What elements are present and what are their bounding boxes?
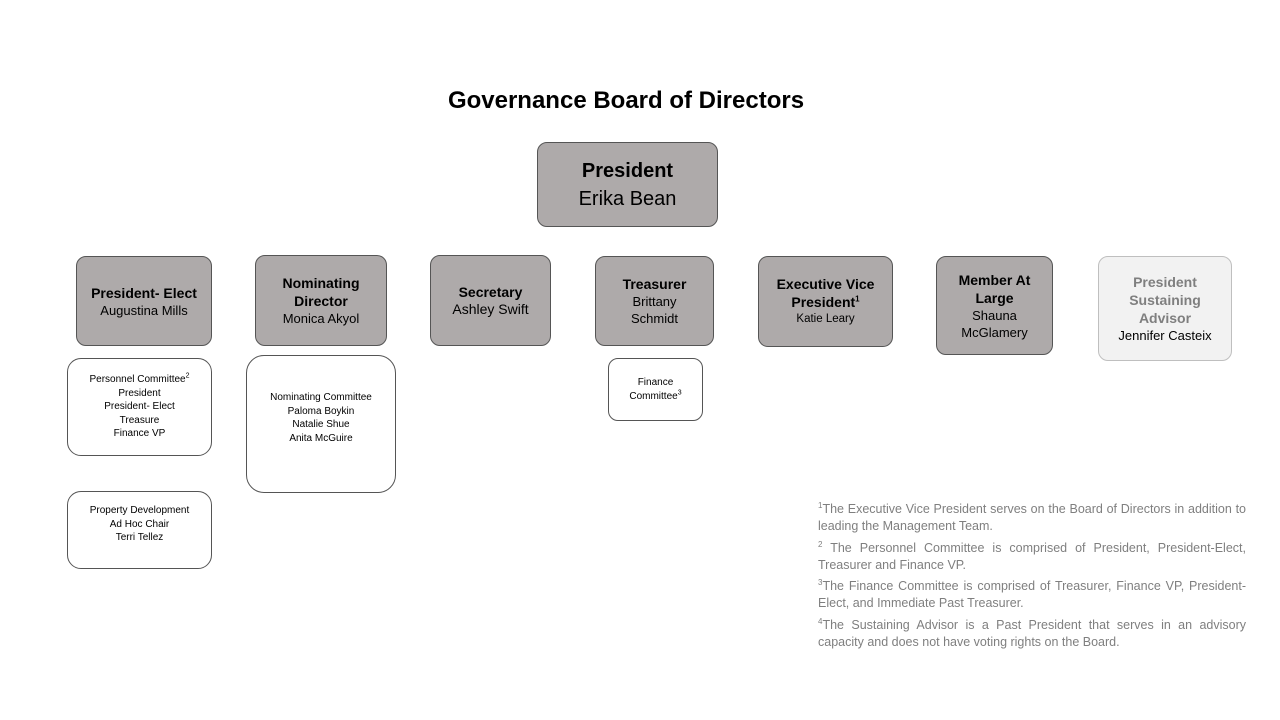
officer-box-sustaining-advisor: President Sustaining Advisor Jennifer Ca… <box>1098 256 1232 361</box>
officer-role: Executive Vice President1 <box>776 276 875 310</box>
president-name: Erika Bean <box>578 187 677 210</box>
nominating-committee-box: Nominating Committee Paloma Boykin Natal… <box>246 355 396 493</box>
committee-line: Ad Hoc Chair <box>109 518 170 530</box>
footnotes: 1The Executive Vice President serves on … <box>818 497 1246 651</box>
officer-role: Treasurer <box>622 276 687 292</box>
committee-member: Finance VP <box>113 428 166 440</box>
president-box: President Erika Bean <box>537 142 718 227</box>
property-development-box: Property Development Ad Hoc Chair Terri … <box>67 491 212 569</box>
footnote-4: 4The Sustaining Advisor is a Past Presid… <box>818 616 1246 650</box>
personnel-committee-box: Personnel Committee2 President President… <box>67 358 212 456</box>
committee-line: Committee3 <box>629 389 682 402</box>
committee-member: President- Elect <box>104 401 175 413</box>
president-role: President <box>581 159 674 182</box>
officer-role: Nominating Director <box>282 275 360 309</box>
officer-role: President Sustaining Advisor <box>1129 274 1201 326</box>
footnote-marker: 3 <box>677 389 682 397</box>
officer-name: Jennifer Casteix <box>1118 328 1212 343</box>
officer-name: Katie Leary <box>796 313 855 325</box>
footnote-marker: 2 <box>185 372 190 380</box>
committee-member: President <box>118 387 161 399</box>
officer-box-president-elect: President- Elect Augustina Mills <box>76 256 212 346</box>
officer-role: Secretary <box>458 284 523 300</box>
officer-name: Monica Akyol <box>282 311 360 326</box>
committee-line: Finance <box>637 377 674 388</box>
committee-member: Treasure <box>119 414 160 426</box>
finance-committee-box: Finance Committee3 <box>608 358 703 421</box>
committee-member: Natalie Shue <box>292 419 350 430</box>
officer-box-nominating-director: Nominating Director Monica Akyol <box>255 255 387 346</box>
officer-box-member-at-large: Member At Large Shauna McGlamery <box>936 256 1053 355</box>
committee-title: Personnel Committee2 <box>89 372 190 386</box>
officer-name: Brittany Schmidt <box>631 294 678 326</box>
officer-name: Augustina Mills <box>100 302 188 318</box>
officer-role: President- Elect <box>91 284 197 301</box>
footnote-3: 3The Finance Committee is comprised of T… <box>818 578 1246 611</box>
officer-box-secretary: Secretary Ashley Swift <box>430 255 551 346</box>
officer-role: Member At Large <box>958 271 1031 306</box>
officer-box-treasurer: Treasurer Brittany Schmidt <box>595 256 714 346</box>
footnote-marker: 1 <box>855 294 860 304</box>
officer-name: Ashley Swift <box>452 301 529 317</box>
committee-member: Paloma Boykin <box>287 405 355 417</box>
officer-name: Shauna McGlamery <box>961 307 1028 340</box>
committee-line: Terri Tellez <box>115 532 164 543</box>
footnote-1: 1The Executive Vice President serves on … <box>818 501 1246 534</box>
committee-member: Anita McGuire <box>289 432 353 444</box>
officer-box-executive-vice-president: Executive Vice President1 Katie Leary <box>758 256 893 347</box>
footnote-2: 2 The Personnel Committee is comprised o… <box>818 539 1246 572</box>
committee-title: Nominating Committee <box>270 392 372 403</box>
committee-line: Property Development <box>89 505 190 516</box>
page-title: Governance Board of Directors <box>447 87 805 114</box>
